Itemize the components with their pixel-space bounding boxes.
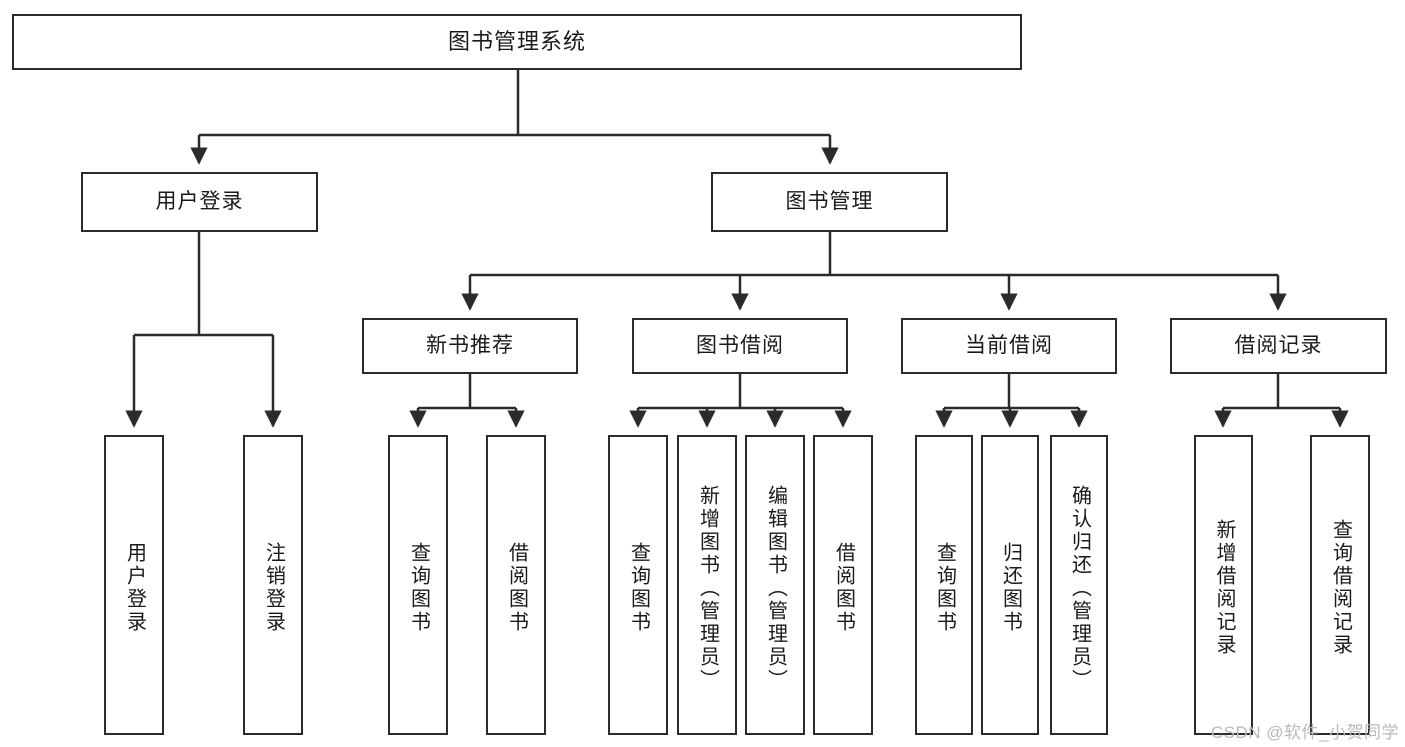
leaf-query-borrow-record[interactable]: 查询借阅记录 bbox=[1310, 435, 1370, 735]
leaf-add-book-admin[interactable]: 新增图书（管理员） bbox=[677, 435, 737, 735]
leaf-add-borrow-record[interactable]: 新增借阅记录 bbox=[1194, 435, 1253, 735]
leaf-confirm-return-admin[interactable]: 确认归还（管理员） bbox=[1050, 435, 1108, 735]
node-current-borrow[interactable]: 当前借阅 bbox=[901, 318, 1117, 374]
node-book-borrow[interactable]: 图书借阅 bbox=[632, 318, 848, 374]
leaf-query-book-current[interactable]: 查询图书 bbox=[915, 435, 973, 735]
leaf-edit-book-admin[interactable]: 编辑图书（管理员） bbox=[745, 435, 805, 735]
leaf-query-book-recommend[interactable]: 查询图书 bbox=[388, 435, 448, 735]
leaf-user-logout[interactable]: 注销登录 bbox=[243, 435, 303, 735]
leaf-borrow-book-recommend[interactable]: 借阅图书 bbox=[486, 435, 546, 735]
node-root-system[interactable]: 图书管理系统 bbox=[12, 14, 1022, 70]
node-borrow-record[interactable]: 借阅记录 bbox=[1170, 318, 1387, 374]
leaf-query-book-borrow[interactable]: 查询图书 bbox=[608, 435, 668, 735]
node-new-book-recommend[interactable]: 新书推荐 bbox=[362, 318, 578, 374]
leaf-borrow-book[interactable]: 借阅图书 bbox=[813, 435, 873, 735]
leaf-user-login[interactable]: 用户登录 bbox=[104, 435, 164, 735]
node-user-login[interactable]: 用户登录 bbox=[81, 172, 318, 232]
leaf-return-book[interactable]: 归还图书 bbox=[981, 435, 1039, 735]
node-book-management[interactable]: 图书管理 bbox=[711, 172, 948, 232]
watermark: CSDN @软件_小贺同学 bbox=[1210, 723, 1399, 742]
